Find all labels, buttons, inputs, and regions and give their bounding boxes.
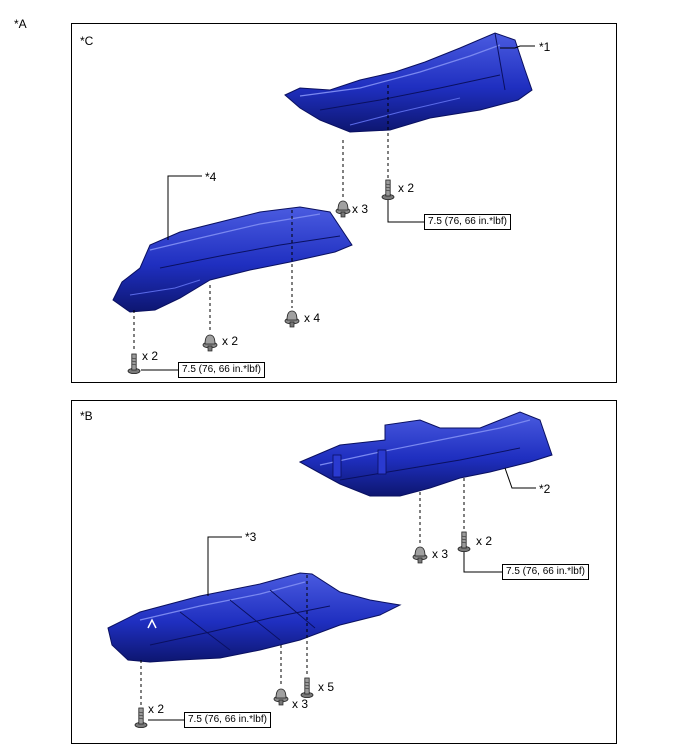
clip-icon [335, 200, 351, 218]
part-3-undercover [107, 572, 402, 663]
bolt-icon [134, 707, 148, 728]
qty-x4: x 4 [304, 311, 321, 325]
torque-spec: 7.5 (76, 66 in.*lbf) [184, 712, 271, 728]
clip-icon [284, 310, 300, 328]
qty-x2: x 2 [142, 349, 159, 363]
bolt-icon [127, 353, 141, 374]
torque-spec: 7.5 (76, 66 in.*lbf) [178, 362, 265, 378]
callout-1: *1 [539, 40, 551, 54]
qty-x2: x 2 [476, 534, 493, 548]
qty-x3: x 3 [292, 697, 309, 711]
callout-3: *3 [245, 530, 257, 544]
part-4-undercover [112, 206, 353, 313]
panel-c-label: *C [80, 34, 94, 48]
bolt-icon [300, 677, 314, 698]
qty-x3: x 3 [432, 547, 449, 561]
qty-x2: x 2 [398, 181, 415, 195]
bolt-icon [457, 531, 471, 552]
qty-x3: x 3 [352, 202, 369, 216]
clip-icon [412, 546, 428, 564]
torque-spec: 7.5 (76, 66 in.*lbf) [424, 214, 511, 230]
callout-4: *4 [205, 170, 217, 184]
callout-2: *2 [539, 482, 551, 496]
qty-x5: x 5 [318, 680, 335, 694]
part-2-undercover [298, 411, 553, 497]
torque-spec: 7.5 (76, 66 in.*lbf) [502, 564, 589, 580]
bolt-icon [381, 179, 395, 200]
clip-icon [202, 334, 218, 352]
panel-b-label: *B [80, 409, 93, 423]
part-1-undercover [284, 32, 533, 133]
clip-icon [273, 688, 289, 706]
qty-x2: x 2 [148, 702, 165, 716]
qty-x2: x 2 [222, 334, 239, 348]
figure-label: *A [14, 17, 27, 31]
